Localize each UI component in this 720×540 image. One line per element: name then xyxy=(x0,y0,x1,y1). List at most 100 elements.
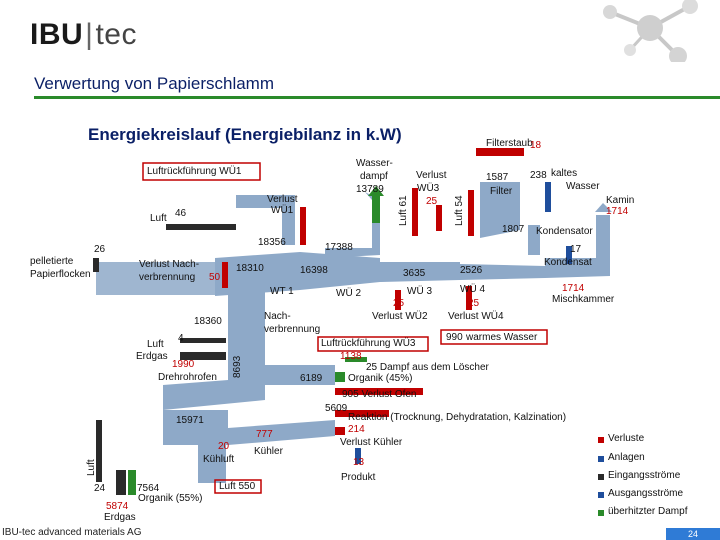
label-kamin-value: 1714 xyxy=(606,206,629,217)
input-luft-dreh xyxy=(180,338,226,343)
label-nachverbrennung-b: verbrennung xyxy=(264,324,321,335)
label-verlust-ofen: 905 Verlust Ofen xyxy=(342,389,417,400)
label-filter: Filter xyxy=(490,186,513,197)
logo-light-text: tec xyxy=(95,18,137,51)
input-erdgas-dreh xyxy=(180,352,226,360)
label-2526: 2526 xyxy=(460,265,483,276)
label-6189: 6189 xyxy=(300,373,323,384)
label-kamin: Kamin xyxy=(606,195,635,206)
flow-6189 xyxy=(265,365,335,385)
label-produkt: Produkt xyxy=(341,472,376,483)
label-verlust-wue1-b: WÜ1 xyxy=(271,205,294,216)
diagram-subtitle: Energiekreislauf (Energiebilanz in k.W) xyxy=(88,125,402,144)
label-kaltes-a: kaltes xyxy=(551,168,578,179)
label-warmes-wasser: warmes Wasser xyxy=(466,332,538,343)
flow-mischkammer xyxy=(545,258,610,278)
label-dampf-loescher: 25 Dampf aus dem Löscher xyxy=(366,362,489,373)
label-kaltes-b: Wasser xyxy=(566,181,600,192)
page-number: 24 xyxy=(666,528,720,540)
label-20: 20 xyxy=(218,441,230,452)
flow-2526 xyxy=(460,264,545,280)
label-filterstaub: Filterstaub xyxy=(486,138,533,149)
input-luft46 xyxy=(166,224,236,230)
label-luft550: Luft 550 xyxy=(219,481,256,492)
label-wue2: WÜ 2 xyxy=(336,288,361,299)
label-wasserdampf-a: Wasser- xyxy=(356,158,393,169)
page-title: Verwertung von Papierschlamm xyxy=(34,74,275,93)
input-luft-side xyxy=(96,420,102,482)
label-luft-dreh: Luft xyxy=(147,339,164,350)
label-mischkammer: Mischkammer xyxy=(552,294,615,305)
label-kuehler: Kühler xyxy=(254,446,283,457)
label-verlust-wue3-value: 25 xyxy=(426,196,438,207)
label-reaktion: Reaktion (Trocknung, Dehydratation, Kalz… xyxy=(348,412,567,423)
legend-swatch-ausgang xyxy=(598,492,604,498)
flow-main-upper xyxy=(96,262,215,295)
flow-return-wue1 xyxy=(236,195,295,245)
label-wasserdampf-b: dampf xyxy=(360,171,388,182)
label-18360: 18360 xyxy=(194,316,222,327)
label-15971: 15971 xyxy=(176,415,204,426)
output-kondensat xyxy=(566,246,572,264)
label-organik55: Organik (55%) xyxy=(138,493,203,504)
loss-wue2 xyxy=(395,290,401,310)
label-7564: 7564 xyxy=(137,483,160,494)
label-kondensator: Kondensator xyxy=(536,226,593,237)
legend-label-verluste: Verluste xyxy=(608,433,645,444)
flow-8693 xyxy=(248,318,264,380)
legend-label-ausgang: Ausgangsströme xyxy=(608,488,684,499)
label-3635: 3635 xyxy=(403,268,426,279)
legend-label-anlagen: Anlagen xyxy=(608,452,645,463)
flow-15971 xyxy=(163,410,228,445)
legend-swatch-eingang xyxy=(598,474,604,480)
label-verlust-wue2: Verlust WÜ2 xyxy=(372,311,428,322)
label-8693: 8693 xyxy=(232,355,243,378)
label-verlust-wue3-b: WÜ3 xyxy=(417,183,440,194)
loss-wue4 xyxy=(466,286,472,310)
label-24: 24 xyxy=(94,483,106,494)
loss-kuehler xyxy=(335,427,345,435)
label-luft-side: Luft xyxy=(86,459,97,476)
label-kuehlluft: Kühluft xyxy=(203,454,235,465)
label-wasserdampf-value: 13789 xyxy=(356,184,384,195)
output-produkt xyxy=(355,448,361,464)
legend-label-eingang: Eingangsströme xyxy=(608,470,681,481)
flow-dampf-loescher xyxy=(345,357,367,362)
flow-18310 xyxy=(215,252,300,296)
flow-kuehler xyxy=(228,420,335,445)
label-erdgas-value: 1990 xyxy=(172,359,195,370)
label-wue4: WÜ 4 xyxy=(460,284,485,295)
loss-ofen xyxy=(335,388,423,395)
label-erdgas2: Erdgas xyxy=(104,512,136,523)
logo-separator: | xyxy=(85,18,94,51)
label-17388: 17388 xyxy=(325,242,353,253)
header-bar xyxy=(0,0,720,62)
label-wue3: WÜ 3 xyxy=(407,286,432,297)
label-drehrohrofen: Drehrohrofen xyxy=(158,372,217,383)
label-18356: 18356 xyxy=(258,237,286,248)
label-luft-dreh-value: 4 xyxy=(178,333,184,344)
logo-bold-text: IBU xyxy=(30,18,84,51)
label-luft54: Luft 54 xyxy=(454,195,465,226)
label-kondensator-value: 1807 xyxy=(502,224,525,235)
label-1138: 1138 xyxy=(340,351,362,362)
flow-kondensator xyxy=(528,225,540,255)
loss-wue3 xyxy=(436,205,442,231)
box-luftrueckfuehrung-wue1 xyxy=(142,162,261,181)
label-filter-value: 1587 xyxy=(486,172,509,183)
label-kondensat: Kondensat xyxy=(544,257,592,268)
legend-label-dampf: überhitzter Dampf xyxy=(608,506,688,517)
label-777: 777 xyxy=(256,429,273,440)
label-16398: 16398 xyxy=(300,265,328,276)
molecule-icon xyxy=(603,0,698,62)
input-kaltes-wasser xyxy=(545,182,551,212)
label-verlust-wue1-a: Verlust xyxy=(267,194,298,205)
label-990: 990 xyxy=(446,332,463,343)
loss-filterstaub xyxy=(476,148,524,156)
label-kondensat-value: 17 xyxy=(570,244,582,255)
label-pelletierte-b: Papierflocken xyxy=(30,269,91,280)
label-kaltes-value: 238 xyxy=(530,170,547,181)
legend-swatch-dampf xyxy=(598,510,604,516)
title-divider xyxy=(34,96,720,99)
flow-drehrohrofen xyxy=(163,380,265,410)
